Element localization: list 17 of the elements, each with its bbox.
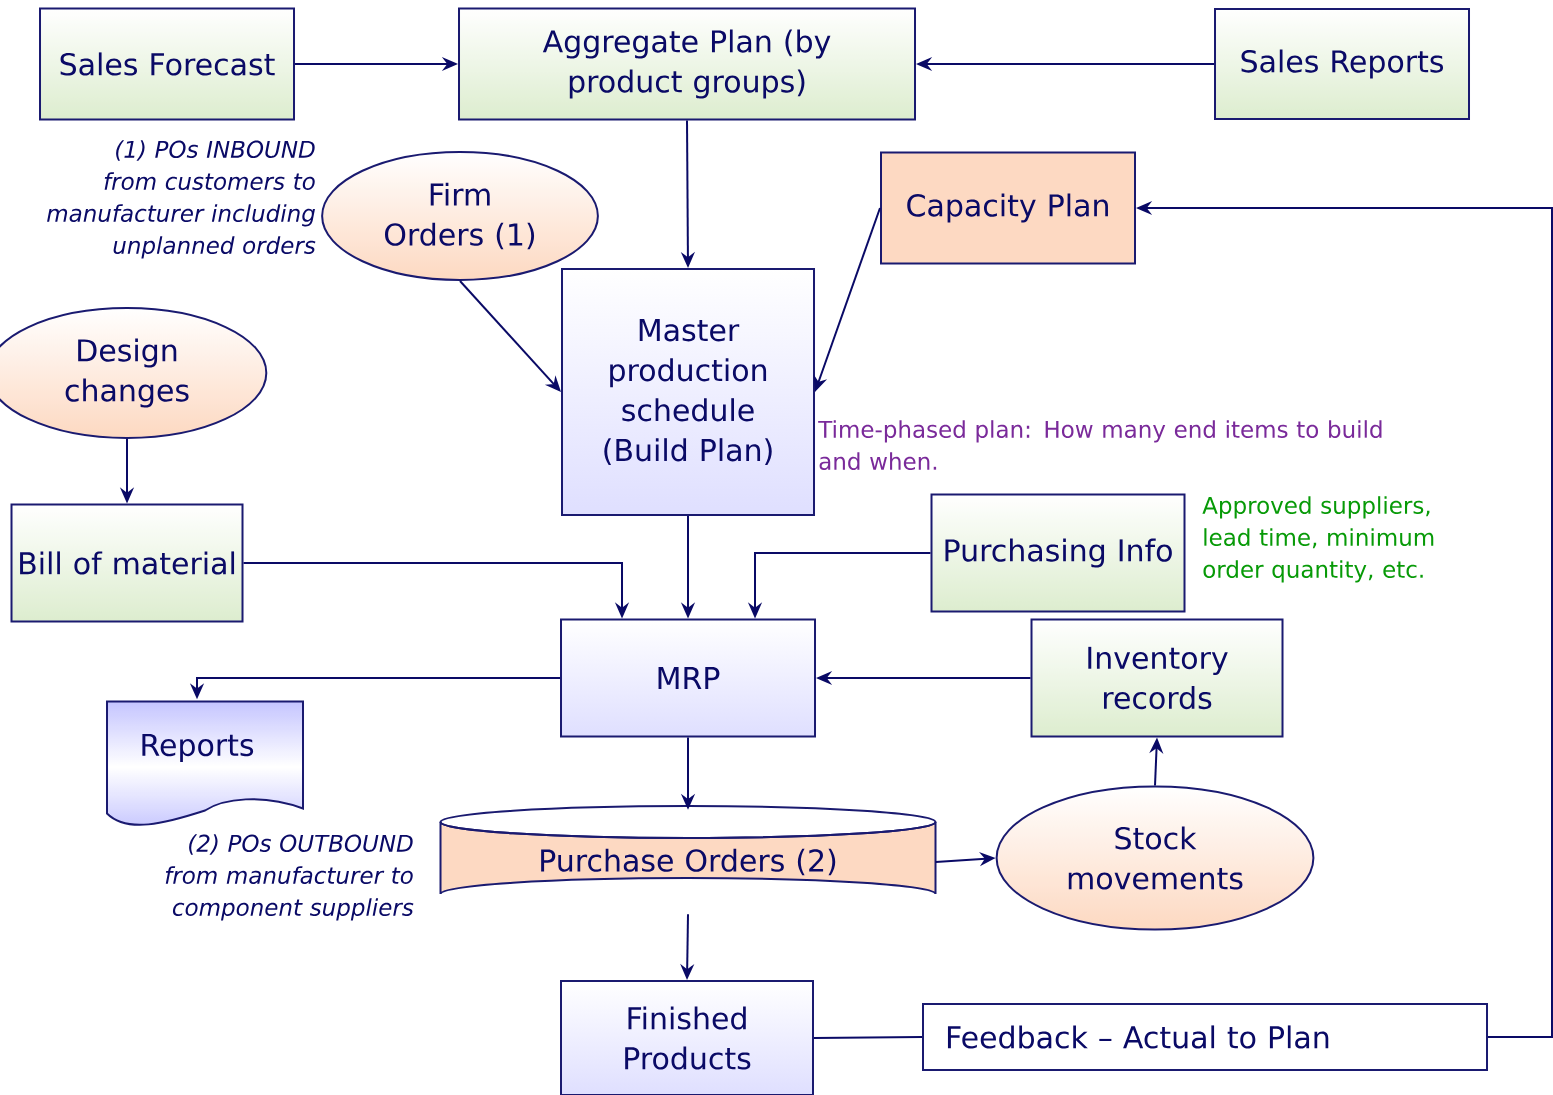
process-box: Bill of material (10, 503, 244, 623)
process-box: Inventory records (1030, 618, 1284, 738)
process-box: Purchasing Info (930, 493, 1186, 613)
process-box: MRP (560, 618, 816, 738)
annotation-text: Time-phased plan: How many end items to build and when. (818, 420, 1382, 470)
process-box: Finished Products (560, 980, 814, 1095)
process-box: Sales Reports (1214, 8, 1470, 120)
connector-line (813, 1036, 923, 1039)
annotation-text: Approved suppliers, lead time, minimum order quantity, etc. (1202, 496, 1434, 583)
process-box: Sales Forecast (39, 7, 295, 121)
feedback-box: Feedback – Actual to Plan (922, 1003, 1488, 1071)
arrow (459, 280, 561, 392)
annotation-text: (1) POs INBOUND from customers to manufacturer including unplanned orders (47, 140, 316, 259)
process-box: Capacity Plan (880, 151, 1136, 265)
process-box: Aggregate Plan (by product groups) (458, 7, 916, 121)
process-box: Master production schedule (Build Plan) (561, 268, 815, 516)
annotation-text: (2) POs OUTBOUND from manufacturer to component suppliers (165, 834, 414, 921)
